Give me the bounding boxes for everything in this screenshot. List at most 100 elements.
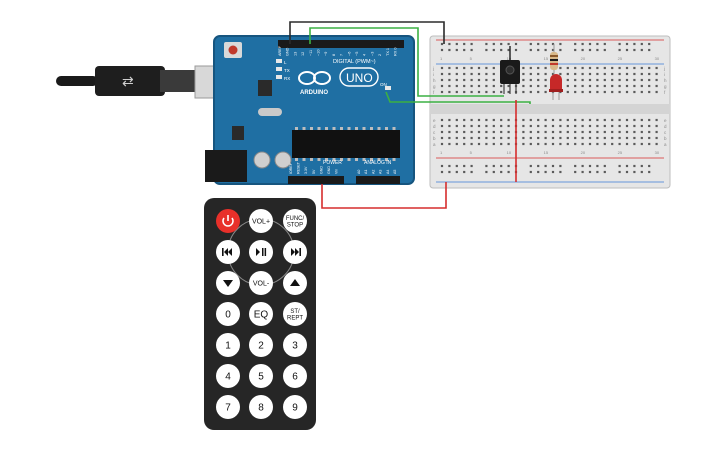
breadboard-hole [470, 72, 473, 76]
digital-pin-label: ~5 [355, 52, 359, 56]
column-number: 25 [618, 56, 623, 61]
breadboard-hole [625, 66, 629, 70]
wire-5v-red[interactable] [321, 182, 447, 209]
capacitor-1 [253, 151, 271, 169]
breadboard-rail-hole [574, 164, 577, 168]
ir-receiver[interactable] [500, 46, 520, 94]
chip-pin [347, 127, 351, 130]
remote-button-6[interactable]: 6 [283, 364, 307, 388]
breadboard-rail-hole [507, 170, 510, 174]
breadboard-rail-hole [640, 170, 643, 174]
remote-button-func-stop[interactable]: FUNC/STOP [283, 209, 307, 233]
digital-header [278, 40, 404, 48]
wires[interactable] [289, 21, 531, 209]
breadboard-hole [500, 130, 503, 134]
remote-button-down[interactable] [216, 271, 240, 295]
remote-button-vol-up[interactable]: VOL+ [249, 209, 273, 233]
breadboard-hole [596, 124, 599, 128]
remote-button-4[interactable]: 4 [216, 364, 240, 388]
breadboard-hole [492, 124, 495, 128]
atmega-chip [292, 130, 400, 158]
row-letter: i [664, 72, 665, 77]
remote-button-label: 1 [225, 341, 231, 352]
remote-button-7[interactable]: 7 [216, 395, 240, 419]
breadboard-hole [537, 84, 540, 88]
remote-button-3[interactable]: 3 [283, 333, 307, 357]
breadboard-hole [559, 72, 562, 76]
led[interactable] [549, 74, 563, 100]
remote-button-play-pause[interactable] [249, 240, 273, 264]
breadboard-hole [566, 136, 569, 140]
row-letter: h [433, 78, 436, 83]
row-letter: f [664, 90, 666, 95]
breadboard-rail-hole [500, 170, 503, 174]
breadboard-hole [611, 142, 614, 146]
breadboard-hole [463, 90, 466, 94]
remote-button-face [283, 395, 307, 419]
remote-button-2[interactable]: 2 [249, 333, 273, 357]
row-letter: d [664, 124, 667, 129]
wire-gnd-black[interactable] [289, 21, 445, 44]
breadboard-hole [596, 136, 599, 140]
remote-button-vol-down[interactable]: VOL- [249, 271, 273, 295]
remote-button-label: FUNC/STOP [286, 216, 305, 229]
remote-button-eq[interactable]: EQ [249, 302, 273, 326]
breadboard-hole [455, 66, 458, 70]
remote-button-5[interactable]: 5 [249, 364, 273, 388]
digital-pin-label: 7 [340, 54, 344, 56]
remote-button-0[interactable]: 0 [216, 302, 240, 326]
remote-button-8[interactable]: 8 [249, 395, 273, 419]
digital-pin-label: 12 [301, 52, 305, 56]
breadboard-rail-hole [588, 42, 592, 46]
breadboard-hole [463, 124, 466, 128]
breadboard-hole [522, 130, 525, 134]
breadboard-hole [492, 136, 495, 140]
remote-button-prev[interactable] [216, 240, 240, 264]
digital-pin-label: ~6 [347, 52, 351, 56]
chip-pin [377, 127, 381, 130]
remote-button-power[interactable] [216, 209, 240, 233]
breadboard-hole [648, 124, 651, 128]
breadboard-hole [633, 136, 636, 140]
chip-pin [362, 158, 366, 161]
breadboard-hole [537, 78, 540, 82]
breadboard-hole [618, 66, 621, 70]
breadboard-hole [588, 90, 592, 94]
breadboard-hole [522, 78, 525, 82]
row-letter: j [663, 66, 665, 71]
breadboard-hole [655, 66, 658, 70]
wire-signal-green-2[interactable] [385, 91, 531, 104]
row-letter: e [664, 118, 667, 123]
remote-button-label: 2 [258, 341, 264, 352]
breadboard-hole [633, 72, 636, 76]
breadboard-rail-hole [588, 164, 592, 168]
breadboard-hole [551, 124, 555, 128]
breadboard-rail-hole [507, 42, 510, 46]
breadboard-rail-hole [625, 164, 629, 168]
breadboard-hole [581, 84, 584, 88]
breadboard-hole [574, 66, 577, 70]
remote-button-1[interactable]: 1 [216, 333, 240, 357]
remote-button-next[interactable] [283, 240, 307, 264]
breadboard-rail-hole [559, 164, 562, 168]
resistor[interactable] [550, 44, 558, 78]
remote-button-9[interactable]: 9 [283, 395, 307, 419]
breadboard-hole [455, 84, 458, 88]
breadboard-hole [640, 124, 643, 128]
breadboard-hole [537, 130, 540, 134]
breadboard-hole [648, 78, 651, 82]
breadboard-hole [485, 66, 488, 70]
breadboard-hole [596, 78, 599, 82]
wire-signal-green-1[interactable] [309, 27, 504, 97]
remote-button-up[interactable] [283, 271, 307, 295]
breadboard-hole [633, 78, 636, 82]
breadboard-hole [522, 90, 525, 94]
breadboard-hole [640, 66, 643, 70]
remote-button-st-rept[interactable]: ST/REPT [283, 302, 307, 326]
breadboard-hole [440, 78, 444, 82]
breadboard-hole [500, 136, 503, 140]
